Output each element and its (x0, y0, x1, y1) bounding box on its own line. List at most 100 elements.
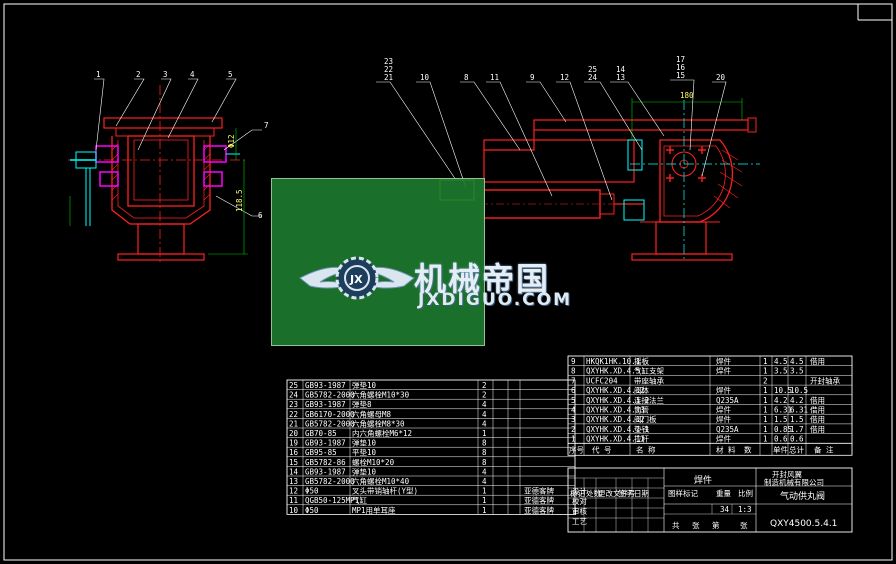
row-name: 连接法兰 (634, 395, 664, 405)
row-no: 20 (289, 429, 299, 438)
row-code: Φ50 (305, 506, 319, 515)
row-note: 亚德客牌 (524, 495, 554, 505)
row-qty: 1 (482, 506, 487, 515)
row-qty: 4 (482, 400, 487, 409)
row-name: 带座轴承 (634, 375, 664, 385)
row-qty: 1 (763, 415, 768, 424)
callout-12: 12 (560, 73, 569, 82)
row-no: 7 (571, 376, 576, 385)
row-weight-unit: 10.5 (774, 386, 792, 395)
row-code: GB5782-2000 (305, 391, 355, 400)
row-name: 弹垫10 (352, 380, 377, 390)
row-code: QXYHK.XD.4.5 (586, 367, 640, 376)
row-code: GB95-85 (305, 448, 337, 457)
row-code: GB93-1987 (305, 439, 346, 448)
row-no: 15 (289, 458, 298, 467)
rev-label: 更改文件号 (598, 488, 636, 498)
row-qty: 1 (482, 496, 487, 505)
row-code: GB93-1987 (305, 467, 346, 476)
rev-label: 签字 (618, 488, 633, 498)
row-name: 弹垫8 (352, 399, 372, 409)
row-code: GB70-85 (305, 429, 337, 438)
table-header: 序号代 号名 称数材 料单件总计备 注 (569, 444, 834, 454)
row-weight-unit: 4.5 (774, 357, 788, 366)
row-note: 借用 (810, 356, 825, 366)
row-weight-total: 3.5 (790, 367, 804, 376)
row-name: 六角螺栓M10*40 (352, 476, 410, 486)
callout-16: 16 (676, 63, 686, 72)
callout-22: 22 (384, 65, 393, 74)
callout-3: 3 (163, 70, 168, 79)
row-note: 借用 (810, 414, 825, 424)
row-no: 10 (289, 506, 299, 515)
row-note: 借用 (810, 405, 825, 415)
row-weight-unit: 0.6 (774, 435, 788, 444)
sheet-border (3, 3, 893, 561)
product-name: 气动供丸阀 (780, 490, 825, 502)
row-weight-unit: 4.2 (774, 396, 788, 405)
callout-6: 6 (258, 211, 263, 220)
label-drawing-mark: 图样标记 (668, 488, 698, 498)
rev-label: 处数 (586, 488, 601, 498)
row-name: 六角螺母M8 (352, 409, 392, 419)
row-qty: 4 (482, 477, 487, 486)
label-sheets-2: 张 (740, 521, 748, 530)
row-no: 3 (571, 415, 576, 424)
row-no: 4 (571, 406, 576, 415)
row-name: 筒管 (634, 405, 649, 415)
row-code: QXYHK.XD.4.11 (586, 435, 645, 444)
row-no: 9 (571, 357, 576, 366)
row-qty: 8 (482, 458, 487, 467)
row-code: QXYHK.XD.4.12 (586, 415, 645, 424)
callout-14: 14 (616, 65, 626, 74)
row-name: 叉头带销轴杆(Y型) (352, 486, 418, 496)
row-material: 焊件 (716, 414, 731, 424)
row-no: 14 (289, 467, 299, 476)
row-material: 焊件 (716, 434, 731, 444)
rev-label: 标记 (570, 488, 585, 498)
row-name: 平垫10 (352, 447, 377, 457)
row-qty: 1 (763, 396, 768, 405)
callout-15: 15 (676, 71, 685, 80)
callout-9: 9 (530, 73, 535, 82)
row-material: Q235A (716, 425, 739, 434)
row-weight-total: 4.2 (790, 396, 804, 405)
role-label: 校对 (572, 496, 587, 506)
scale-value: 1:3 (738, 505, 752, 514)
row-weight-unit: 0.85 (774, 425, 792, 434)
row-note: 亚德客牌 (524, 505, 554, 515)
row-qty: 1 (763, 357, 768, 366)
callout-4: 4 (190, 70, 195, 79)
row-qty: 1 (482, 429, 487, 438)
row-name: 六角螺栓M10*30 (352, 390, 410, 400)
row-code: UCFC204 (586, 376, 618, 385)
row-code: GB93-1987 (305, 400, 346, 409)
row-code: GB93-1987 (305, 381, 346, 390)
callout-23: 23 (384, 57, 393, 66)
header-cell: 序号 (569, 444, 584, 454)
rev-label: 日期 (634, 489, 649, 498)
role-label: 审核 (572, 506, 587, 516)
row-weight-unit: 1.5 (774, 415, 788, 424)
company-line-2: 制造机械有限公司 (764, 477, 824, 487)
row-qty: 1 (763, 435, 768, 444)
row-note: 开封轴承 (810, 375, 840, 385)
row-weight-unit: 6.31 (774, 406, 792, 415)
header-cell: 材 料 (716, 444, 736, 454)
header-cell: 数 (744, 444, 752, 454)
header-cell: 名 称 (636, 444, 656, 454)
dim-phi12: Φ12 (227, 134, 236, 148)
